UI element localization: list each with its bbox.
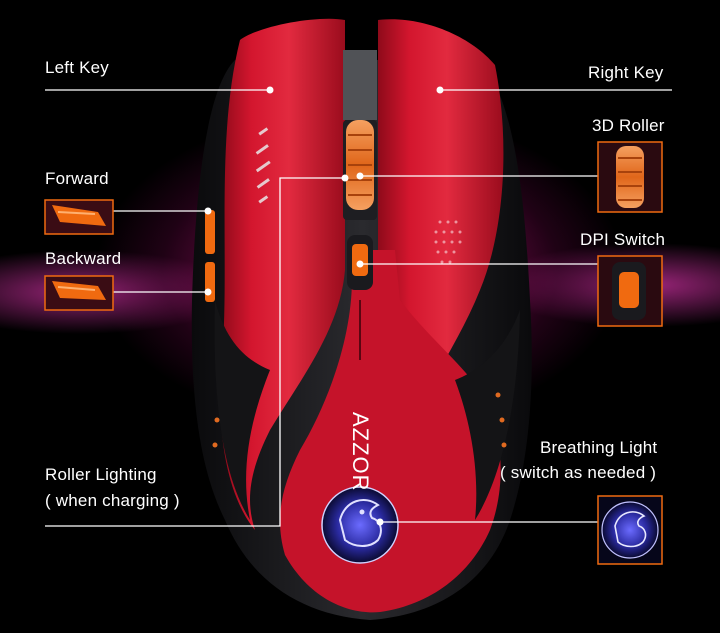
eagle-logo-icon xyxy=(321,486,399,564)
thumb-dpi-switch xyxy=(597,255,663,327)
scroll-wheel-ridges xyxy=(348,134,372,196)
mouse-body xyxy=(191,18,532,620)
callout-dots xyxy=(204,86,444,526)
thumb-backward xyxy=(44,275,114,311)
thumb-forward xyxy=(44,199,114,235)
brand-text: AZZOR xyxy=(348,412,373,492)
side-indicator-dots xyxy=(212,392,507,448)
label-3d-roller: 3D Roller xyxy=(592,116,665,135)
label-right-key: Right Key xyxy=(588,63,664,82)
label-backward: Backward xyxy=(45,249,122,268)
label-roller-lighting: Roller Lighting xyxy=(45,465,157,484)
callout-lines xyxy=(45,89,672,527)
label-roller-lighting-note: ( when charging ) xyxy=(45,491,180,510)
backward-side-button[interactable] xyxy=(205,262,215,302)
forward-side-button[interactable] xyxy=(205,210,215,254)
label-forward: Forward xyxy=(45,169,109,188)
thumb-breathing-light xyxy=(597,495,663,565)
label-breathing-light: Breathing Light xyxy=(540,438,658,457)
wheel-cavity xyxy=(343,50,377,120)
decor-dots xyxy=(434,220,462,264)
eagle-head-outline xyxy=(338,499,382,547)
label-breathing-light-note: ( switch as needed ) xyxy=(500,463,657,482)
label-left-key: Left Key xyxy=(45,58,109,77)
thumb-3d-roller xyxy=(597,141,663,213)
label-dpi-switch: DPI Switch xyxy=(580,230,666,249)
dpi-button[interactable] xyxy=(352,244,368,276)
decor-stripes xyxy=(255,127,271,204)
